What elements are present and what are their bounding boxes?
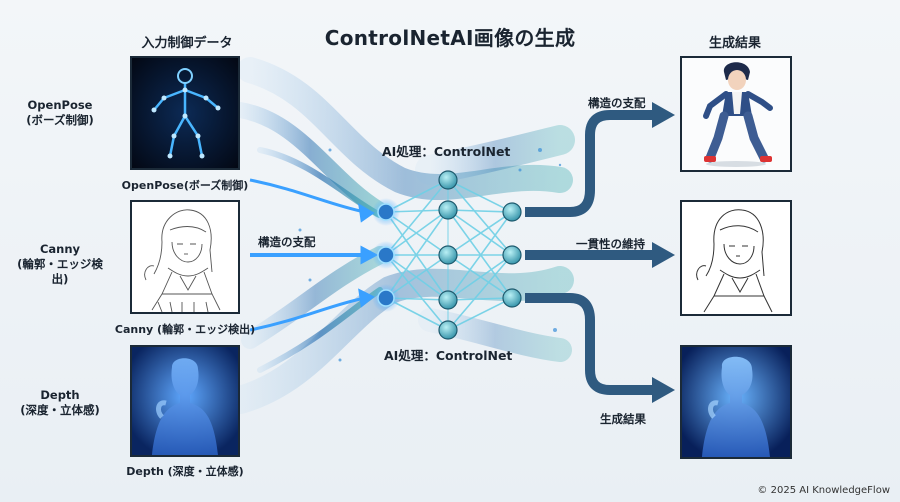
- openpose-caption: OpenPose(ボーズ制御): [121, 179, 249, 192]
- output-label-1: 構造の支配: [588, 96, 646, 110]
- output-label-3: 生成結果: [600, 412, 646, 426]
- canny-caption: Canny (輪郭・エッジ検出): [114, 323, 256, 336]
- openpose-panel: [130, 56, 240, 170]
- output-panel-anime-boy: [680, 56, 792, 172]
- output-arrows: [525, 110, 655, 395]
- output-arrowheads: [652, 102, 675, 403]
- right-header: 生成結果: [708, 36, 761, 51]
- side-label-depth: Depth (深度・立体感): [20, 388, 100, 417]
- depth-map-image: [132, 347, 238, 455]
- swirl-strokes: [226, 57, 575, 414]
- output-panel-depth-render: [680, 345, 792, 459]
- canny-panel: [130, 200, 240, 314]
- middle-arrow-label: 構造の支配: [258, 235, 316, 249]
- side-label-openpose: OpenPose (ボーズ制御): [26, 98, 94, 127]
- canny-edge-image: [144, 209, 221, 312]
- output-label-2: 一貫性の維持: [576, 237, 645, 251]
- output-panel-line-art: [680, 200, 792, 316]
- pose-skeleton-image: [132, 58, 238, 168]
- network-edges: [385, 179, 513, 331]
- center-top-label: AI処理：ControlNet: [382, 144, 511, 159]
- depth-render-image: [682, 347, 790, 457]
- center-bottom-label: AI処理：ControlNet: [384, 348, 513, 363]
- anime-boy-image: [682, 58, 790, 170]
- left-header: 入力制御データ: [141, 36, 233, 51]
- depth-panel: [130, 345, 240, 457]
- side-label-canny: Canny (輪郭・エッジ検出): [17, 242, 103, 286]
- page-title: ControlNetAI画像の生成: [324, 26, 576, 50]
- copyright: © 2025 AI KnowledgeFlow: [757, 485, 890, 496]
- input-arrows: [249, 178, 379, 332]
- depth-caption: Depth (深度・立体感): [126, 465, 244, 478]
- particles: [298, 148, 562, 362]
- line-art-girl-image: [682, 202, 790, 314]
- network-nodes: [372, 170, 522, 340]
